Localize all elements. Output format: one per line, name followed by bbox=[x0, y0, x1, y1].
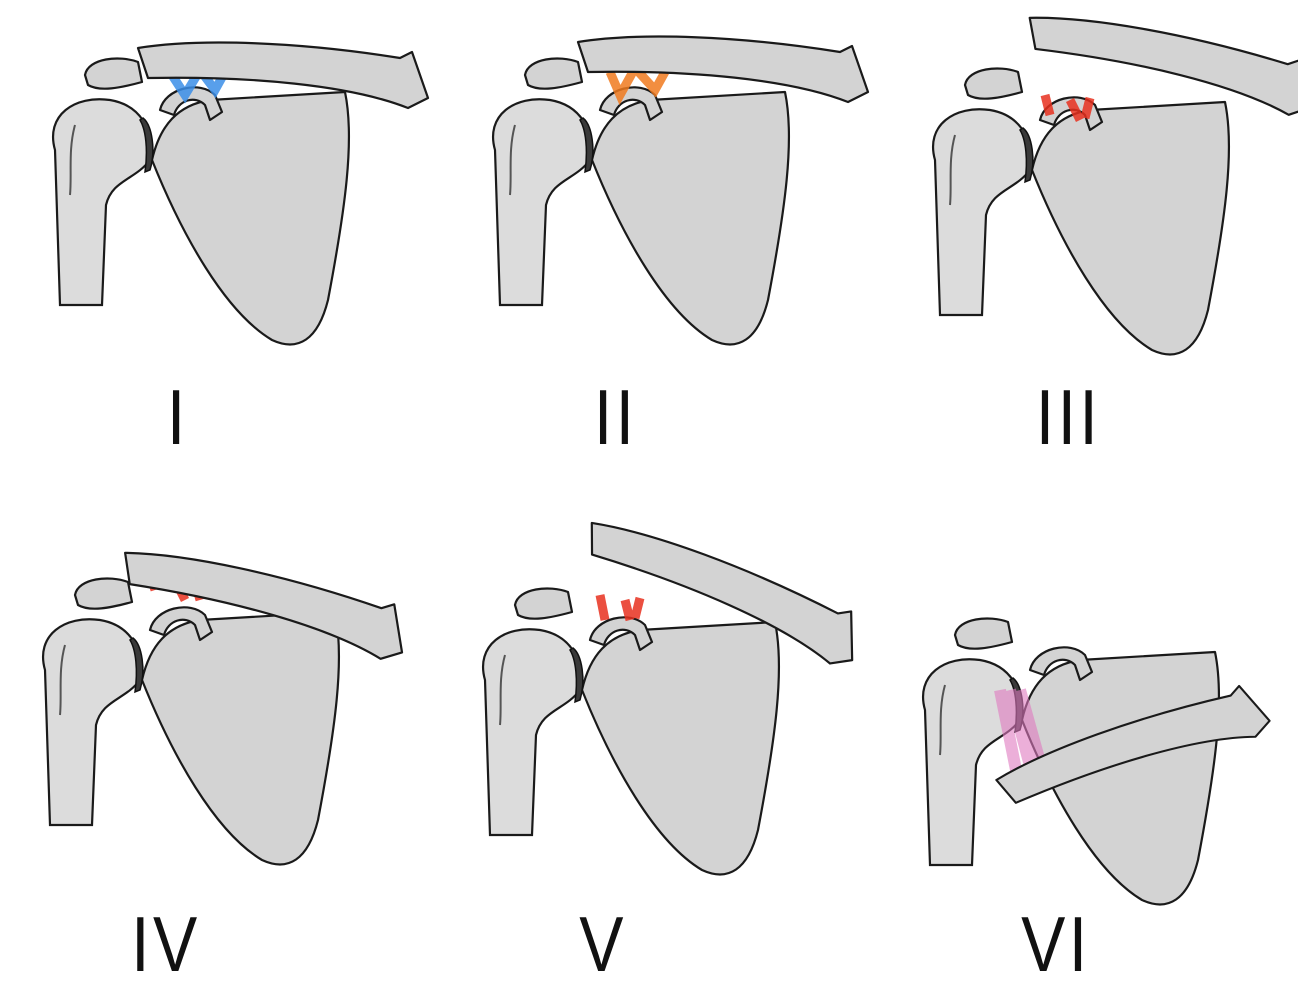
label-type-iv: IV bbox=[131, 900, 201, 988]
label-type-vi: VI bbox=[1021, 900, 1091, 988]
panel-type-iv bbox=[41, 546, 413, 866]
label-type-i: I bbox=[166, 373, 189, 461]
scapula-humerus bbox=[931, 67, 1231, 356]
label-type-ii: II bbox=[593, 373, 638, 461]
panel-type-v bbox=[481, 516, 871, 876]
scapula-humerus bbox=[481, 587, 781, 876]
torn-ligaments bbox=[1040, 93, 1095, 123]
torn-ligaments bbox=[595, 594, 645, 622]
panel-type-iii bbox=[931, 11, 1298, 356]
label-type-iii: III bbox=[1035, 373, 1102, 461]
label-type-v: V bbox=[579, 900, 627, 988]
panel-type-vi bbox=[921, 617, 1275, 906]
panel-type-i bbox=[51, 41, 430, 346]
panel-type-ii bbox=[491, 35, 870, 346]
scapula-humerus bbox=[491, 57, 791, 346]
scapula-humerus bbox=[51, 57, 351, 346]
